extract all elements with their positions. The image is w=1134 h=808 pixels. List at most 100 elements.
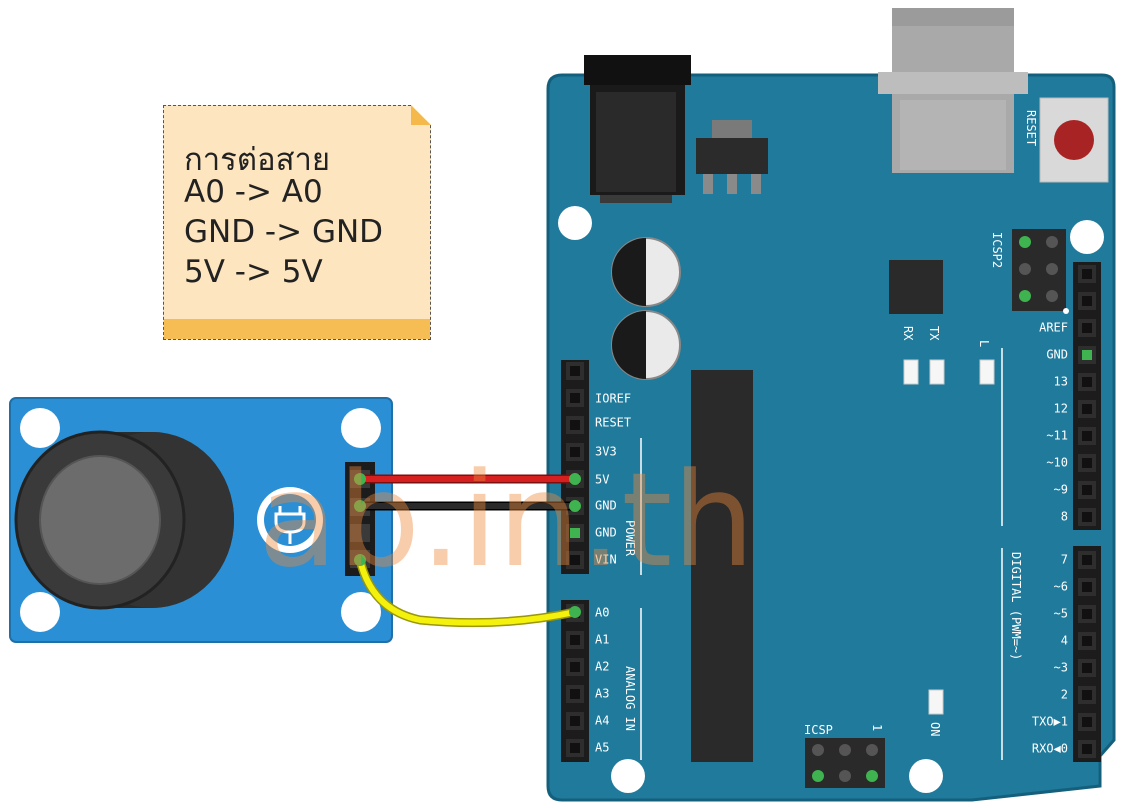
pin-label: GND [595,526,617,540]
capacitor [611,237,681,307]
header-pin-socket [1082,609,1092,619]
mount-hole [20,408,60,448]
wires [354,473,581,628]
header-pin-socket [570,743,580,753]
pin-label: ~6 [1054,580,1068,594]
usb-port [878,8,1028,173]
voltage-regulator [696,120,768,194]
mount-hole [341,592,381,632]
pin-label: A1 [595,633,609,647]
pin-label: TXO▶1 [1032,715,1068,729]
pin-label: GND [1046,348,1068,362]
pin1-marker [1063,308,1069,314]
header-pin-socket [1082,717,1092,727]
header-pin-socket [1082,404,1092,414]
dc-power-jack [584,55,691,203]
pin-label: A2 [595,660,609,674]
header-pin-socket [1082,555,1092,565]
header-pin-socket [570,420,580,430]
wiring-note: การต่อสาย A0 -> A0 GND -> GND 5V -> 5V [163,105,431,340]
mount-hole [1070,220,1104,254]
pin-label: RESET [595,416,631,430]
icsp2-header [1012,229,1066,311]
analog-group-label: ANALOG IN [623,666,637,731]
tx-led [929,359,945,385]
reset-label: RESET [1024,110,1038,146]
note-line-gnd: GND -> GND [184,214,384,250]
pin-label: A3 [595,687,609,701]
pin-label: A5 [595,741,609,755]
mount-hole [20,592,60,632]
gas-sensor-canister [14,430,234,610]
module-logo-icon [257,487,323,553]
pin-label: ~5 [1054,607,1068,621]
note-title: การต่อสาย [184,142,331,178]
mount-hole [558,206,592,240]
pin-label: ~9 [1054,483,1068,497]
pin-label: 5V [595,473,609,487]
header-pin-socket [1082,269,1092,279]
header-pin-socket [570,555,580,565]
header-pin-socket [1082,744,1092,754]
header-pin-socket [1082,323,1092,333]
pin-label: 2 [1061,688,1068,702]
l-led [979,359,995,385]
header-pin-socket [1082,636,1092,646]
power-group-label: POWER [623,520,637,557]
pin-label: 4 [1061,634,1068,648]
icsp-label: ICSP [804,723,833,737]
rx-led [903,359,919,385]
icsp-header [805,738,885,788]
pin-label: AREF [1039,321,1068,335]
header-pin-socket [1082,350,1092,360]
header-pin-socket [570,528,580,538]
note-line-5v: 5V -> 5V [184,254,323,290]
on-label: ON [928,722,942,736]
header-pin-socket [570,447,580,457]
rx-label: RX [901,326,915,341]
pin-label: A4 [595,714,609,728]
mount-hole [611,759,645,793]
header-pin-socket [1082,582,1092,592]
mount-hole [909,759,943,793]
header-pin-socket [1082,512,1092,522]
header-pin-socket [1082,485,1092,495]
pin-label: 7 [1061,553,1068,567]
gas-sensor-module [9,397,393,643]
pin-label: ~11 [1046,429,1068,443]
l-label: L [977,340,991,347]
on-led [928,689,944,715]
header-pin-socket [1082,458,1092,468]
pin-label: ~3 [1054,661,1068,675]
header-pin-socket [570,635,580,645]
icsp-pin1-label: 1 [870,724,884,731]
header-pin-socket [1082,690,1092,700]
pin-label: 8 [1061,510,1068,524]
pin-label: 13 [1054,375,1068,389]
pin-label: RXO◀0 [1032,742,1068,756]
pin-label: GND [595,499,617,513]
header-pin-socket [1082,377,1092,387]
header-pin-socket [1082,663,1092,673]
pin-label: 12 [1054,402,1068,416]
reset-button[interactable] [1039,97,1109,183]
header-pin-socket [1082,296,1092,306]
header-pin-socket [570,366,580,376]
note-line-a0: A0 -> A0 [184,174,323,210]
arduino-board: RESET ICSP2 RX TX L ON [546,8,1116,802]
pin-label: ~10 [1046,456,1068,470]
header-pin-socket [570,716,580,726]
mount-hole [341,408,381,448]
header-pin-socket [1082,431,1092,441]
digital-group-label: DIGITAL (PWM=~) [1009,552,1023,660]
pin-label: A0 [595,606,609,620]
icsp2-label: ICSP2 [990,232,1004,268]
microcontroller-chip [691,370,753,762]
header-pin-socket [570,662,580,672]
header-pin-socket [570,393,580,403]
tx-label: TX [927,326,941,341]
pin-label: 3V3 [595,445,617,459]
capacitor [611,310,681,380]
pin-label: IOREF [595,392,631,406]
